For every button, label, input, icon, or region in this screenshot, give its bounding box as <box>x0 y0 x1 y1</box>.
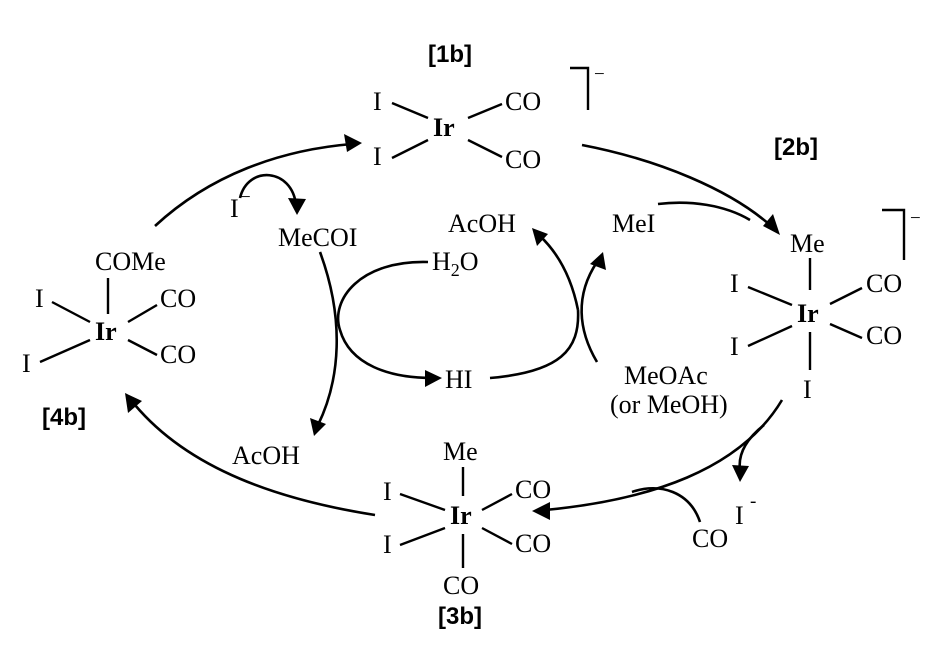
ir-i-bond <box>39 338 91 364</box>
charge-2b: − <box>910 208 921 229</box>
species: I − MeCOI AcOH AcOH H2O HI MeI MeOAc (or… <box>230 187 756 553</box>
iodide-ligand: I <box>383 477 392 506</box>
arrow-iodide-release <box>738 423 765 471</box>
ir-co-bond <box>467 102 503 120</box>
carbonyl-ligand: CO <box>160 284 196 313</box>
methyl-ligand: Me <box>443 437 478 466</box>
methyl-ligand: Me <box>790 229 825 258</box>
arrowhead <box>763 214 780 235</box>
ir-i-bond <box>51 300 91 324</box>
label-1b: [1b] <box>428 41 472 68</box>
iodide-ligand: I <box>35 284 44 313</box>
arrowhead <box>532 228 548 246</box>
iodide-ligand: I <box>730 332 739 361</box>
label-3b: [3b] <box>438 603 482 630</box>
iodide-ligand: I <box>803 375 812 404</box>
carbonyl-ligand: CO <box>505 145 541 174</box>
carbonyl-ligand: CO <box>515 475 551 504</box>
hydrogen-iodide: HI <box>445 365 472 394</box>
ir-i-bond <box>391 101 429 120</box>
acetic-acid: AcOH <box>448 209 516 238</box>
bracket-2b <box>882 208 906 260</box>
acetyl-ligand: COMe <box>95 247 166 276</box>
carbonyl-ligand: CO <box>505 87 541 116</box>
label-2b: [2b] <box>774 134 818 161</box>
ir-co-bond <box>127 303 158 324</box>
acetyl-iodide: MeCOI <box>278 223 357 252</box>
iodide-anion: I <box>230 194 239 223</box>
arrow-hi-to-mei <box>489 309 580 380</box>
ir-i-bond <box>399 492 446 512</box>
arrowhead <box>310 418 326 436</box>
ir-co-bond <box>481 492 513 512</box>
charge-1b: − <box>594 64 605 85</box>
complex-3b: Me I I Ir CO CO CO [3b] <box>383 437 551 630</box>
arrowhead <box>425 370 442 387</box>
methyl-iodide: MeI <box>612 209 655 238</box>
iodide-ligand: I <box>22 349 31 378</box>
iodide-ligand: I <box>373 142 382 171</box>
bracket-1b <box>570 66 590 110</box>
iodide-charge: − <box>240 187 251 208</box>
carbonyl-ligand: CO <box>866 321 902 350</box>
label-4b: [4b] <box>42 404 86 431</box>
arrow-mei-addition <box>657 201 751 222</box>
arrowhead <box>288 198 306 215</box>
arrowhead <box>590 252 606 270</box>
iodide-ligand: I <box>373 87 382 116</box>
arrow-to-acoh <box>539 235 580 311</box>
iodide-ligand: I <box>383 530 392 559</box>
ir-co-bond <box>829 322 863 340</box>
carbonyl-ligand: CO <box>443 571 479 600</box>
arrowhead <box>532 502 550 520</box>
arrow-4b-to-1b <box>154 142 353 227</box>
arrowhead <box>344 134 362 152</box>
ir-i-bond <box>391 138 429 160</box>
methanol-alternative: (or MeOH) <box>610 390 728 419</box>
iridium-center: Ir <box>797 299 819 328</box>
iridium-center: Ir <box>450 501 472 530</box>
complex-1b: [1b] I I Ir CO CO − <box>373 41 605 174</box>
ir-i-bond <box>399 526 446 547</box>
arrow-mecoi-to-acoh <box>316 251 338 426</box>
iodide-anion: I <box>735 501 744 530</box>
reaction-arrows <box>125 134 784 523</box>
arrow-iodide-to-mecoi <box>238 173 298 206</box>
complex-2b: [2b] Me I I Ir CO CO I − <box>730 134 921 404</box>
arrow-water-to-hi <box>336 260 433 380</box>
arrow-3b-to-4b <box>134 404 376 517</box>
ir-co-bond <box>467 138 503 159</box>
arrow-1b-to-2b <box>581 143 771 226</box>
carbon-monoxide: CO <box>692 524 728 553</box>
methyl-acetate: MeOAc <box>624 361 708 390</box>
water: H2O <box>432 247 479 280</box>
arrowhead <box>732 465 749 482</box>
carbonyl-ligand: CO <box>160 340 196 369</box>
ir-co-bond <box>829 286 863 306</box>
iodide-charge: - <box>750 491 756 512</box>
ir-i-bond <box>747 285 793 307</box>
acetic-acid-product: AcOH <box>232 441 300 470</box>
iridium-center: Ir <box>433 113 455 142</box>
ir-co-bond <box>127 338 158 357</box>
arrow-co-coordination <box>631 487 702 523</box>
carbonyl-ligand: CO <box>515 529 551 558</box>
iridium-center: Ir <box>95 317 117 346</box>
ir-i-bond <box>747 324 793 348</box>
ir-co-bond <box>481 526 513 546</box>
complex-4b: COMe I I Ir CO CO [4b] <box>22 247 196 431</box>
carbonyl-ligand: CO <box>866 269 902 298</box>
arrowhead <box>125 393 142 413</box>
arrow-meoac-to-mei <box>580 261 599 363</box>
iodide-ligand: I <box>730 269 739 298</box>
